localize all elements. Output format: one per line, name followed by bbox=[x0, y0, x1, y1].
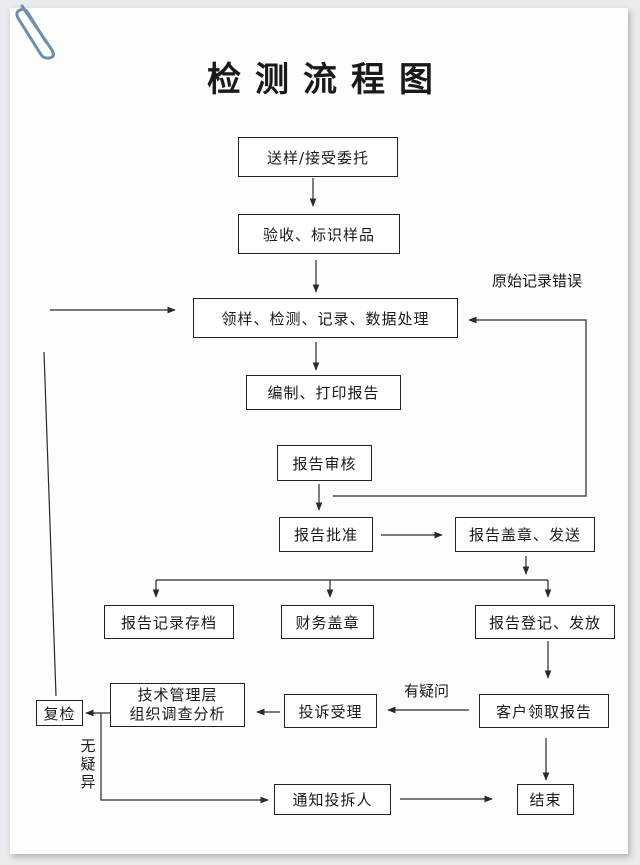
loop-recheck-up bbox=[43, 351, 57, 697]
node-archive: 报告记录存档 bbox=[104, 605, 234, 639]
node-recheck: 复检 bbox=[36, 700, 83, 726]
node-end: 结束 bbox=[517, 784, 574, 815]
node-register-issue: 报告登记、发放 bbox=[475, 605, 615, 639]
label-no-doubt: 无 疑 异 bbox=[79, 737, 97, 791]
no-doubt-char-2: 疑 bbox=[80, 755, 96, 773]
node-finance-seal: 财务盖章 bbox=[281, 605, 374, 639]
node-compile-print: 编制、打印报告 bbox=[246, 375, 401, 410]
no-doubt-char-1: 无 bbox=[80, 737, 96, 755]
tech-line-1: 技术管理层 bbox=[137, 686, 218, 704]
node-sampling-test: 领样、检测、记录、数据处理 bbox=[193, 298, 458, 338]
node-complaint-accept: 投诉受理 bbox=[284, 694, 377, 728]
page-title: 检测流程图 bbox=[207, 60, 447, 100]
arrow-no-doubt-to-notify bbox=[100, 713, 269, 804]
label-record-error: 原始记录错误 bbox=[492, 272, 583, 290]
tech-line-2: 组织调查分析 bbox=[129, 705, 226, 723]
paperclip-icon bbox=[15, 4, 55, 60]
node-tech-management: 技术管理层 组织调查分析 bbox=[110, 683, 245, 727]
label-has-doubt: 有疑问 bbox=[404, 682, 450, 700]
loop-record-error bbox=[333, 316, 587, 497]
node-report-approve: 报告批准 bbox=[279, 517, 373, 552]
node-customer-collect: 客户领取报告 bbox=[479, 694, 609, 728]
node-acceptance: 验收、标识样品 bbox=[238, 214, 400, 254]
no-doubt-char-3: 异 bbox=[80, 773, 96, 791]
node-sample-receive: 送样/接受委托 bbox=[238, 137, 398, 177]
node-seal-send: 报告盖章、发送 bbox=[455, 517, 595, 552]
node-notify: 通知投拆人 bbox=[274, 784, 391, 815]
node-report-review: 报告审核 bbox=[277, 445, 372, 481]
